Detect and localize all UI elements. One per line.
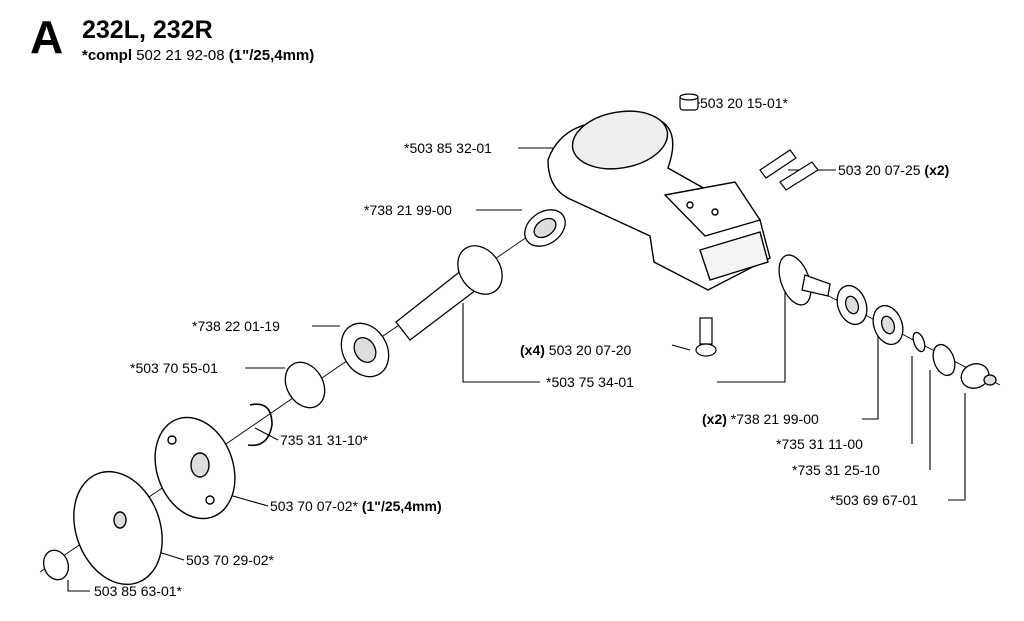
label-503-20-15-01: 503 20 15-01* xyxy=(700,95,789,111)
label-503-85-32-01: *503 85 32-01 xyxy=(404,140,492,156)
label-503-70-07-02: 503 70 07-02* (1"/25,4mm) xyxy=(270,498,442,514)
label-503-70-55-01: *503 70 55-01 xyxy=(130,360,218,376)
support-cup xyxy=(154,416,236,520)
label-738-21-99-00: *738 21 99-00 xyxy=(364,202,452,218)
support-flange xyxy=(284,361,326,409)
part-number: 503 70 07-02* xyxy=(270,498,359,514)
label-738-21-99-00-b: (x2) *738 21 99-00 xyxy=(702,411,819,427)
circlip xyxy=(247,403,273,447)
part-number: 503 20 07-20 xyxy=(549,342,632,358)
bevel-gear xyxy=(778,254,831,306)
label-503-69-67-01: *503 69 67-01 xyxy=(830,492,918,508)
screw-pair xyxy=(759,149,819,191)
label-735-31-11-00: *735 31 11-00 xyxy=(776,436,863,452)
label-735-31-31-10: 735 31 31-10* xyxy=(280,432,369,448)
quantity: (x2) xyxy=(702,411,727,427)
label-503-70-29-02: 503 70 29-02* xyxy=(186,552,275,568)
label-503-20-07-25: 503 20 07-25 (x2) xyxy=(838,162,949,178)
output-bearings xyxy=(836,284,997,389)
compl-prefix: *compl xyxy=(82,47,133,64)
top-screw xyxy=(679,93,699,111)
label-738-22-01-19: *738 22 01-19 xyxy=(192,318,280,334)
pinion-shaft xyxy=(395,209,566,341)
quantity: (x4) xyxy=(520,342,545,358)
compl-part-number: 502 21 92-08 xyxy=(136,47,225,64)
compl-size: (1"/25,4mm) xyxy=(228,47,315,64)
nut xyxy=(42,549,70,581)
part-number: 503 20 07-25 xyxy=(838,162,921,178)
complete-assembly-line: *compl 502 21 92-08 (1"/25,4mm) xyxy=(82,48,314,63)
quantity: (x2) xyxy=(924,162,949,178)
model-title: 232L, 232R xyxy=(82,16,213,44)
label-503-20-07-20: (x4) 503 20 07-20 xyxy=(520,342,632,358)
bottom-screw xyxy=(695,317,717,357)
gear-housing xyxy=(547,110,771,291)
seal-washer xyxy=(340,322,390,378)
part-number: *738 21 99-00 xyxy=(731,411,819,427)
size: (1"/25,4mm) xyxy=(362,498,442,514)
label-735-31-25-10: *735 31 25-10 xyxy=(792,462,880,478)
cutting-disc-cup xyxy=(73,470,163,586)
section-letter: A xyxy=(30,11,64,63)
label-503-85-63-01: 503 85 63-01* xyxy=(94,583,183,599)
label-503-75-34-01: *503 75 34-01 xyxy=(546,374,634,390)
